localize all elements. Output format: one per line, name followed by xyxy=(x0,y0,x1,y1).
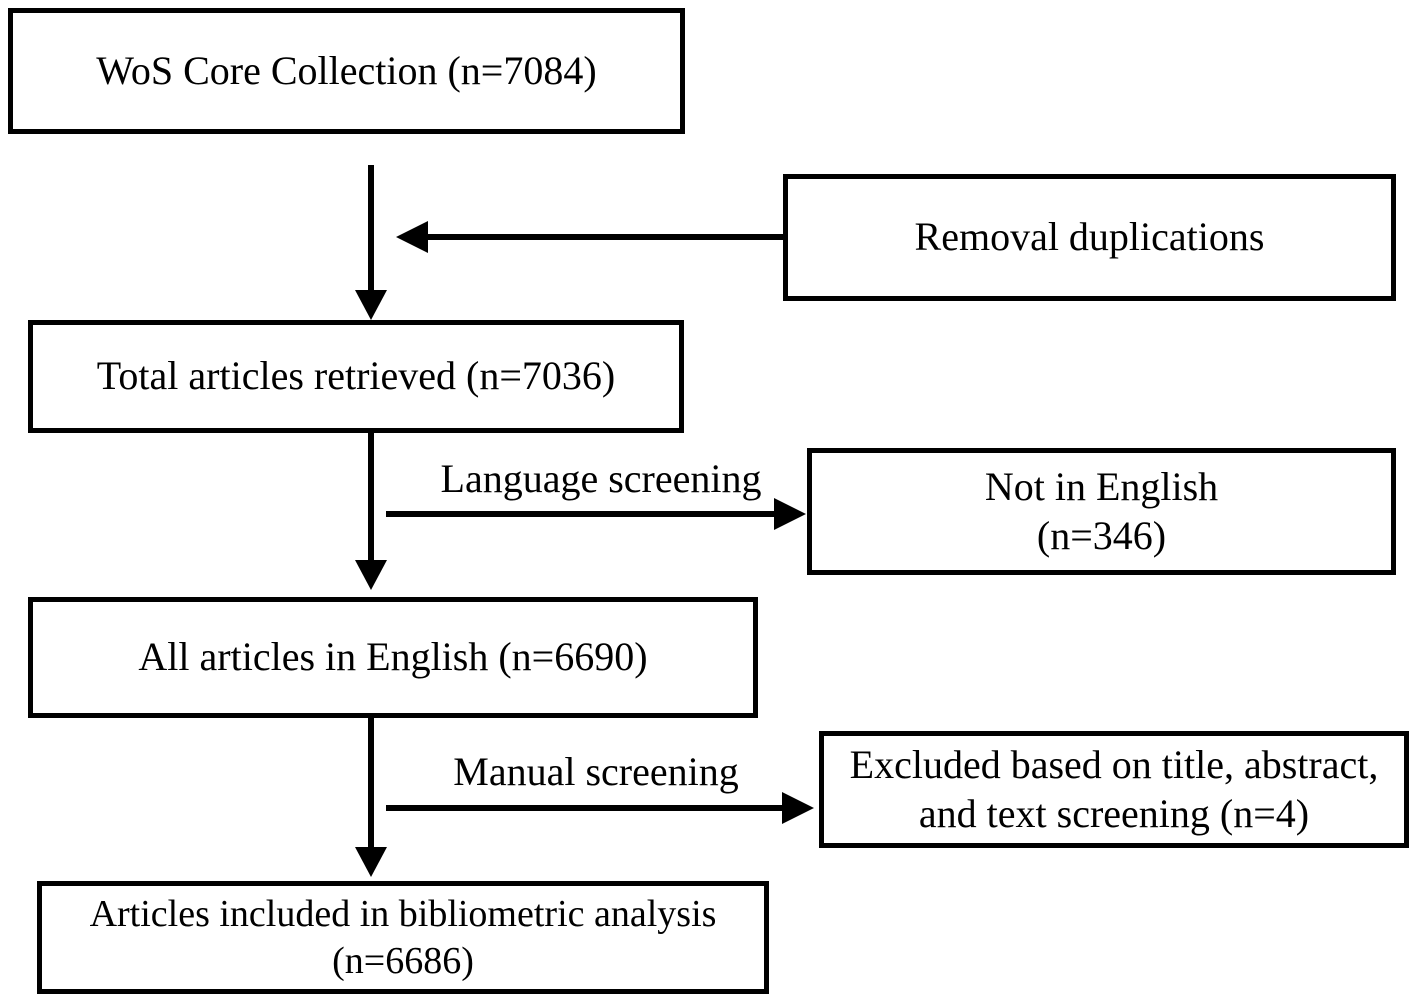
arrow-manual-screening-shaft xyxy=(386,805,784,811)
node-articles-included-bibliometric: Articles included in bibliometric analys… xyxy=(37,881,769,994)
node-label-line2: (n=6686) xyxy=(332,939,474,982)
arrow-left-icon xyxy=(396,221,428,253)
node-label-line1: Not in English xyxy=(984,463,1219,509)
arrow-language-screening-shaft xyxy=(386,511,776,517)
arrow-down-icon xyxy=(355,290,387,320)
node-label-line2: and text screening (n=4) xyxy=(918,790,1310,836)
node-label-line1: Excluded based on title, abstract, xyxy=(849,741,1379,787)
node-label-line1: Articles included in bibliometric analys… xyxy=(89,893,717,936)
node-label-line2: (n=346) xyxy=(1036,512,1167,558)
node-label: WoS Core Collection (n=7084) xyxy=(96,47,597,93)
arrow-english-to-included-shaft xyxy=(368,717,374,849)
arrow-right-icon xyxy=(782,792,814,824)
node-label: Removal duplications xyxy=(914,214,1265,260)
arrow-removal-to-flow-shaft xyxy=(424,234,783,240)
node-all-articles-in-english: All articles in English (n=6690) xyxy=(28,597,758,718)
node-not-in-english: Not in English (n=346) xyxy=(807,448,1396,575)
arrow-wos-to-retrieved-shaft xyxy=(368,165,374,292)
node-label: Total articles retrieved (n=7036) xyxy=(96,353,616,399)
arrow-down-icon xyxy=(355,847,387,877)
edge-label-language-screening: Language screening xyxy=(440,456,762,501)
node-label: All articles in English (n=6690) xyxy=(138,634,648,680)
arrow-retrieved-to-english-shaft xyxy=(368,433,374,562)
node-excluded-title-abstract-text: Excluded based on title, abstract, and t… xyxy=(819,731,1409,848)
edge-label-manual-screening: Manual screening xyxy=(453,749,739,794)
arrow-right-icon xyxy=(774,498,806,530)
node-removal-duplications: Removal duplications xyxy=(783,174,1396,301)
node-total-articles-retrieved: Total articles retrieved (n=7036) xyxy=(28,320,684,433)
arrow-down-icon xyxy=(355,560,387,590)
node-wos-core-collection: WoS Core Collection (n=7084) xyxy=(8,8,685,134)
